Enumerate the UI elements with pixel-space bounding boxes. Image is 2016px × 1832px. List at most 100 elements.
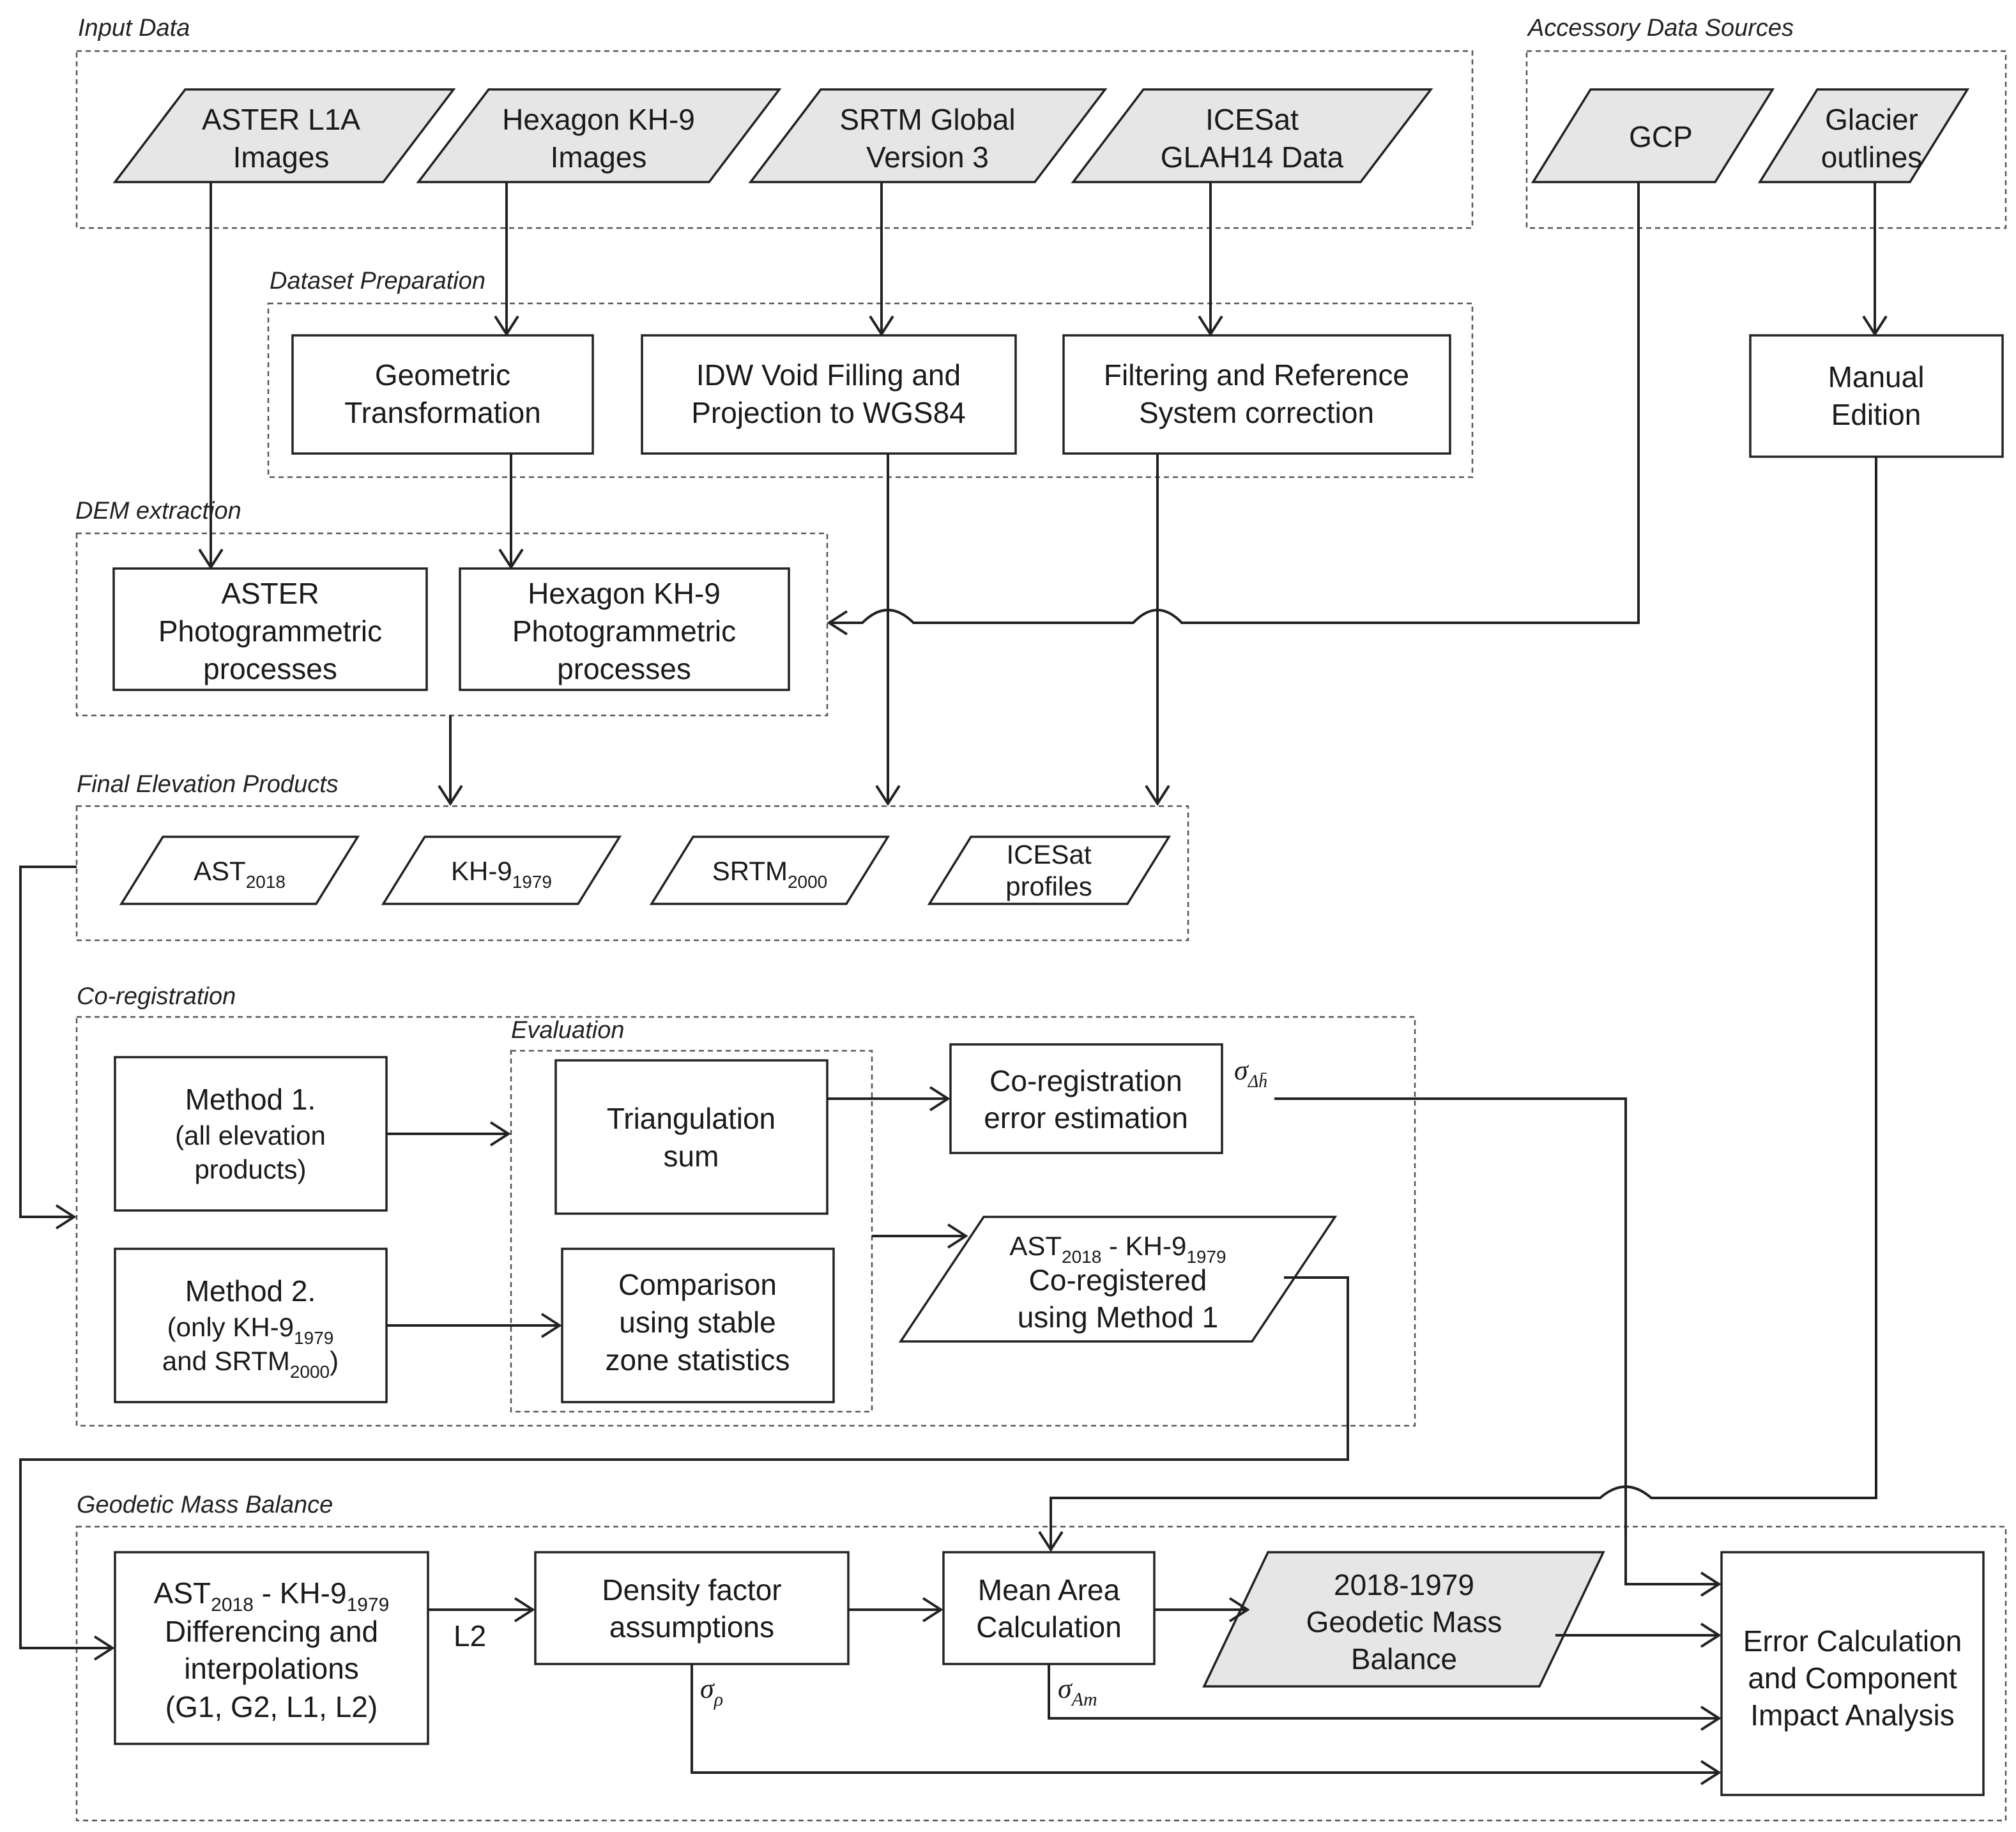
icesat-profiles-product: ICESat profiles [927, 836, 1172, 905]
svg-text:using stable: using stable [619, 1306, 776, 1339]
manual-edition: Manual Edition [1749, 334, 2004, 458]
svg-text:ICESat: ICESat [1006, 839, 1091, 869]
gmb-title: Geodetic Mass Balance [77, 1492, 333, 1518]
hexagon-photogrammetric: Hexagon KH-9 Photogrammetric processes [459, 567, 790, 691]
svg-text:Balance: Balance [1351, 1642, 1457, 1676]
svg-text:2018-1979: 2018-1979 [1334, 1568, 1474, 1601]
filtering-reference-correction: Filtering and Reference System correctio… [1062, 334, 1451, 455]
icesat-glah14-data: ICESat GLAH14 Data [1071, 88, 1433, 183]
svg-text:AST2018: AST2018 [194, 856, 286, 892]
svg-text:AST2018 - KH-91979: AST2018 - KH-91979 [1009, 1231, 1226, 1267]
svg-text:Photogrammetric: Photogrammetric [512, 614, 736, 648]
svg-text:using Method 1: using Method 1 [1018, 1301, 1219, 1334]
evaluation-title: Evaluation [511, 1017, 624, 1044]
glacier-outlines-input: Glacier outlines [1757, 88, 1970, 183]
final-products-frame [75, 805, 1189, 942]
aster-l1a-images: ASTER L1A Images [112, 88, 456, 183]
svg-text:Triangulation: Triangulation [607, 1102, 775, 1135]
svg-text:Version 3: Version 3 [866, 141, 989, 174]
svg-text:Photogrammetric: Photogrammetric [158, 614, 382, 648]
svg-text:assumptions: assumptions [609, 1610, 774, 1644]
svg-text:Geometric: Geometric [375, 358, 510, 392]
error-calculation-impact: Error Calculation and Component Impact A… [1720, 1551, 1985, 1796]
svg-text:processes: processes [557, 652, 691, 685]
svg-text:(G1, G2, L1, L2): (G1, G2, L1, L2) [165, 1690, 378, 1723]
coregistration-error-estimation: Co-registration error estimation [949, 1043, 1223, 1154]
dem-extraction-title: DEM extraction [75, 498, 241, 524]
srtm-2000-product: SRTM2000 [649, 836, 890, 905]
svg-text:Transformation: Transformation [344, 396, 541, 429]
svg-text:ASTER L1A: ASTER L1A [202, 103, 360, 136]
density-factor-assumptions: Density factor assumptions [534, 1551, 850, 1665]
svg-text:Hexagon KH-9: Hexagon KH-9 [502, 103, 695, 136]
method-2-box: Method 2. (only KH-91979 and SRTM2000) [114, 1248, 388, 1403]
svg-text:profiles: profiles [1005, 871, 1092, 901]
svg-text:and SRTM2000): and SRTM2000) [162, 1346, 339, 1382]
svg-text:Images: Images [233, 141, 330, 174]
dataset-prep-title: Dataset Preparation [270, 268, 485, 294]
svg-text:processes: processes [203, 652, 337, 685]
l2-label: L2 [454, 1619, 486, 1653]
svg-text:ASTER: ASTER [221, 577, 319, 610]
hexagon-kh9-images: Hexagon KH-9 Images [416, 88, 782, 183]
geometric-transformation: Geometric Transformation [291, 334, 594, 455]
svg-text:ICESat: ICESat [1205, 103, 1299, 136]
idw-void-filling: IDW Void Filling and Projection to WGS84 [641, 334, 1017, 455]
svg-text:(only KH-91979: (only KH-91979 [167, 1312, 334, 1348]
svg-text:Method 2.: Method 2. [185, 1274, 316, 1308]
svg-text:Edition: Edition [1831, 398, 1921, 431]
dem-extraction-frame [75, 532, 829, 717]
comparison-stable-zone: Comparison using stable zone statistics [561, 1248, 835, 1403]
svg-text:GCP: GCP [1629, 120, 1693, 153]
sigma-rho-symbol: σρ [700, 1673, 723, 1710]
svg-text:products): products) [194, 1154, 306, 1184]
coregistered-result: AST2018 - KH-91979 Co-registered using M… [898, 1216, 1338, 1343]
input-data-title: Input Data [78, 15, 190, 42]
svg-text:sum: sum [664, 1140, 719, 1173]
svg-text:Density factor: Density factor [602, 1573, 781, 1607]
svg-text:GLAH14 Data: GLAH14 Data [1161, 141, 1344, 174]
svg-text:SRTM2000: SRTM2000 [712, 856, 828, 892]
svg-text:Images: Images [551, 141, 647, 174]
differencing-interpolations: AST2018 - KH-91979 Differencing and inte… [114, 1551, 429, 1745]
srtm-global-v3: SRTM Global Version 3 [748, 88, 1108, 183]
svg-text:Comparison: Comparison [618, 1268, 777, 1301]
accessory-title: Accessory Data Sources [1527, 15, 1794, 42]
svg-text:(all elevation: (all elevation [175, 1120, 326, 1150]
svg-text:IDW Void Filling and: IDW Void Filling and [696, 358, 961, 392]
ast-2018-product: AST2018 [119, 836, 360, 905]
svg-text:Manual: Manual [1828, 360, 1925, 393]
geodetic-mass-balance-result: 2018-1979 Geodetic Mass Balance [1202, 1551, 1605, 1688]
aster-photogrammetric: ASTER Photogrammetric processes [112, 567, 428, 691]
svg-text:KH-91979: KH-91979 [451, 856, 552, 892]
svg-text:interpolations: interpolations [184, 1652, 359, 1685]
coregistration-frame [75, 1016, 1416, 1427]
triangulation-sum: Triangulation sum [554, 1059, 829, 1215]
final-products-title: Final Elevation Products [77, 771, 339, 798]
svg-text:Glacier: Glacier [1825, 103, 1918, 136]
evaluation-frame [510, 1050, 873, 1413]
svg-text:SRTM Global: SRTM Global [839, 103, 1015, 136]
svg-text:Filtering and Reference: Filtering and Reference [1104, 358, 1409, 392]
svg-text:Co-registration: Co-registration [989, 1064, 1182, 1097]
svg-text:error estimation: error estimation [984, 1101, 1188, 1134]
svg-text:and Component: and Component [1748, 1661, 1957, 1695]
svg-text:Calculation: Calculation [976, 1610, 1122, 1644]
dataset-prep-frame [267, 302, 1474, 478]
kh9-1979-product: KH-91979 [381, 836, 622, 905]
connectors [19, 182, 1888, 1785]
gcp-input: GCP [1531, 88, 1775, 183]
gmb-frame [75, 1525, 2007, 1822]
sigma-am-symbol: σAm [1058, 1673, 1097, 1710]
accessory-frame [1525, 50, 2007, 229]
svg-text:Geodetic Mass: Geodetic Mass [1306, 1605, 1502, 1638]
svg-text:Projection to WGS84: Projection to WGS84 [691, 396, 966, 429]
mean-area-calculation: Mean Area Calculation [942, 1551, 1156, 1665]
svg-text:zone statistics: zone statistics [606, 1343, 790, 1377]
svg-text:Mean Area: Mean Area [978, 1573, 1120, 1607]
svg-text:Method 1.: Method 1. [185, 1083, 316, 1116]
sigma-dh-symbol: σΔh̄ [1234, 1055, 1267, 1092]
svg-text:Co-registered: Co-registered [1029, 1263, 1207, 1297]
input-data-frame [75, 50, 1474, 229]
